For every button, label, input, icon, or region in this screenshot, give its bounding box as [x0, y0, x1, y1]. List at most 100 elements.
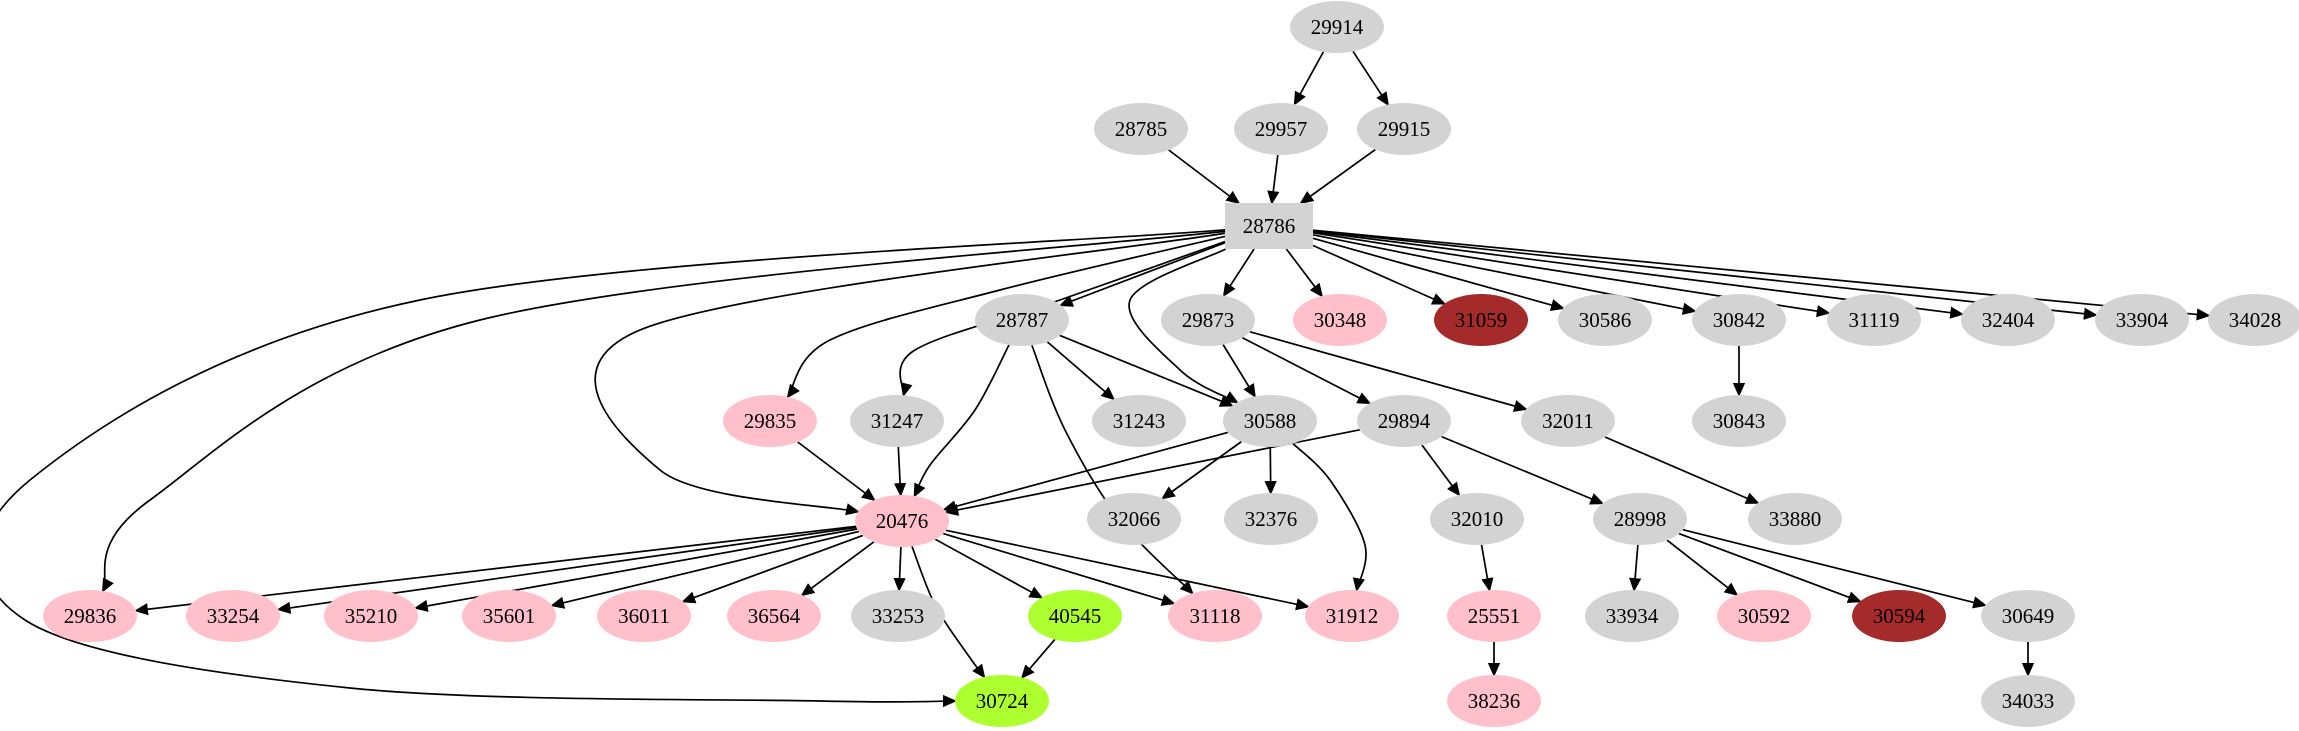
node-31243: 31243	[1092, 395, 1186, 447]
node-label: 30588	[1244, 409, 1297, 433]
node-29873: 29873	[1161, 294, 1255, 346]
node-label: 33904	[2116, 308, 2169, 332]
edge-20476-36011	[681, 534, 864, 604]
node-32376: 32376	[1224, 493, 1318, 545]
node-ellipse-shape	[1521, 395, 1615, 447]
edge-28786-34028	[1312, 229, 2211, 321]
node-31059: 31059	[1434, 294, 1528, 346]
node-33880: 33880	[1748, 493, 1842, 545]
node-ellipse-shape	[1434, 294, 1528, 346]
node-29894: 29894	[1357, 395, 1451, 447]
edge-29894-32010	[1421, 444, 1461, 497]
edge-20476-33253	[893, 546, 906, 592]
node-label: 32376	[1245, 507, 1298, 531]
edge-28786-29873	[1222, 248, 1255, 298]
node-30724: 30724	[955, 675, 1049, 727]
node-ellipse-shape	[1827, 294, 1921, 346]
node-label: 33880	[1769, 507, 1822, 531]
node-label: 31247	[871, 409, 924, 433]
node-ellipse-shape	[1290, 1, 1384, 53]
node-20476: 20476	[855, 495, 949, 547]
edge-20476-31118	[942, 532, 1176, 606]
edge-29873-30588	[1222, 344, 1256, 399]
node-ellipse-shape	[1430, 493, 1524, 545]
node-31118: 31118	[1168, 590, 1262, 642]
node-label: 28786	[1243, 214, 1296, 238]
node-32066: 32066	[1087, 493, 1181, 545]
node-29835: 29835	[723, 395, 817, 447]
node-ellipse-shape	[1234, 103, 1328, 155]
node-ellipse-shape	[850, 395, 944, 447]
node-28785: 28785	[1094, 103, 1188, 155]
node-label: 38236	[1468, 689, 1521, 713]
node-ellipse-shape	[1447, 675, 1541, 727]
edge-30588-20476	[942, 431, 1229, 513]
node-ellipse-shape	[955, 675, 1049, 727]
node-label: 35601	[483, 604, 536, 628]
edge-28786-30588	[1128, 248, 1239, 404]
node-28786: 28786	[1225, 203, 1313, 249]
edge-28998-30594	[1678, 532, 1862, 603]
node-ellipse-shape	[1357, 395, 1451, 447]
node-label: 32404	[1982, 308, 2035, 332]
edge-28786-30348	[1285, 248, 1324, 298]
edge-29873-32011	[1249, 330, 1528, 412]
node-33904: 33904	[2095, 294, 2189, 346]
node-label: 33934	[1606, 604, 1659, 628]
node-31912: 31912	[1305, 590, 1399, 642]
edge-29835-20476	[797, 441, 876, 502]
node-ellipse-shape	[1087, 493, 1181, 545]
node-25551: 25551	[1447, 590, 1541, 642]
node-ellipse-shape	[186, 590, 280, 642]
node-label: 30724	[976, 689, 1029, 713]
edge-32011-33880	[1604, 436, 1760, 504]
edges-layer	[0, 50, 2211, 708]
node-ellipse-shape	[851, 590, 945, 642]
node-ellipse-shape	[1028, 590, 1122, 642]
node-ellipse-shape	[2095, 294, 2189, 346]
edge-28785-28786	[1168, 149, 1241, 205]
node-ellipse-shape	[597, 590, 691, 642]
node-33253: 33253	[851, 590, 945, 642]
node-label: 29836	[64, 604, 117, 628]
node-label: 34033	[2002, 689, 2055, 713]
node-label: 30649	[2002, 604, 2055, 628]
node-31119: 31119	[1827, 294, 1921, 346]
node-30592: 30592	[1717, 590, 1811, 642]
edge-28786-20476	[594, 232, 1226, 516]
edge-28786-33904	[1312, 229, 2098, 320]
node-ellipse-shape	[1692, 294, 1786, 346]
node-29957: 29957	[1234, 103, 1328, 155]
edge-28786-31059	[1312, 244, 1447, 305]
node-label: 28785	[1115, 117, 1168, 141]
node-32404: 32404	[1961, 294, 2055, 346]
node-30588: 30588	[1223, 395, 1317, 447]
node-label: 36564	[748, 604, 801, 628]
node-ellipse-shape	[1223, 395, 1317, 447]
node-label: 34028	[2229, 308, 2282, 332]
node-ellipse-shape	[1094, 103, 1188, 155]
edge-28998-30592	[1666, 539, 1739, 596]
node-ellipse-shape	[1585, 590, 1679, 642]
node-label: 29894	[1378, 409, 1431, 433]
node-28787: 28787	[975, 294, 1069, 346]
node-label: 29914	[1311, 15, 1364, 39]
node-ellipse-shape	[1593, 493, 1687, 545]
node-label: 40545	[1049, 604, 1102, 628]
node-30843: 30843	[1692, 395, 1786, 447]
node-ellipse-shape	[975, 294, 1069, 346]
edge-28998-30649	[1682, 528, 1988, 609]
edge-29957-28786	[1267, 154, 1280, 205]
node-30348: 30348	[1293, 294, 1387, 346]
node-34028: 34028	[2208, 294, 2299, 346]
node-ellipse-shape	[727, 590, 821, 642]
node-label: 31118	[1190, 604, 1241, 628]
node-label: 30842	[1713, 308, 1766, 332]
node-33254: 33254	[186, 590, 280, 642]
edge-30588-31912	[1292, 443, 1367, 593]
edge-20476-40545	[934, 538, 1044, 599]
edge-20476-30724	[911, 546, 986, 679]
